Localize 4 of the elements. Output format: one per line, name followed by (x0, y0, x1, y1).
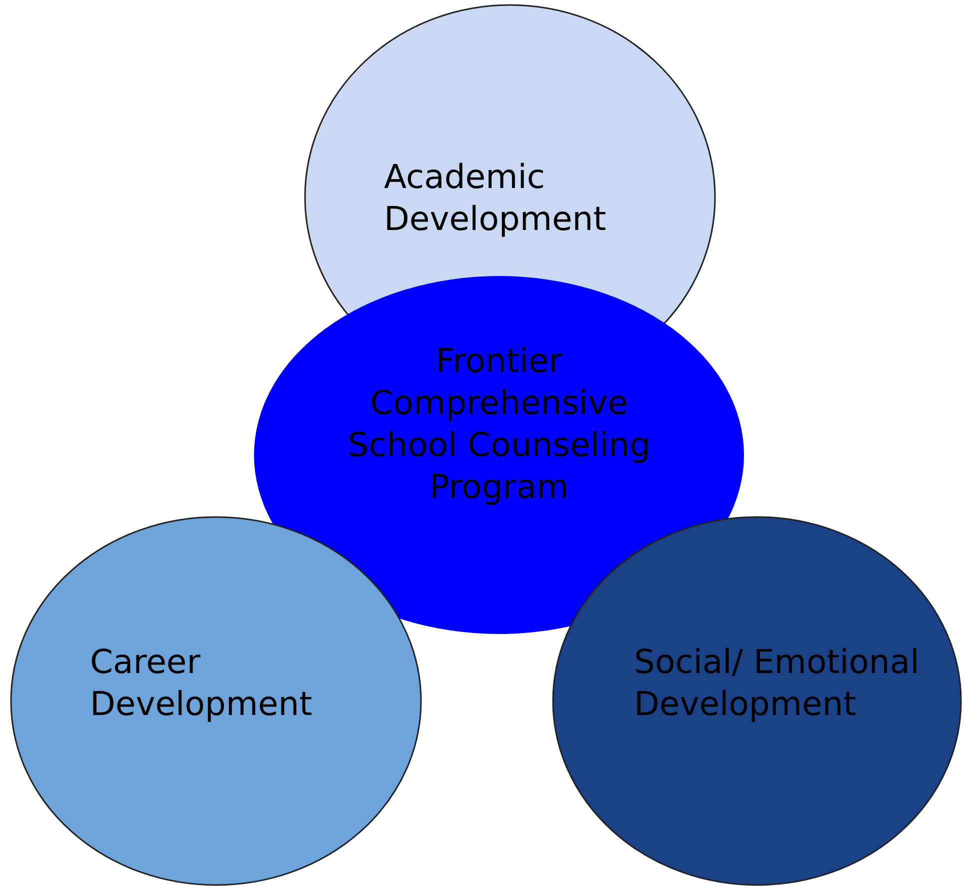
topic-label: Social/ Emotional Development (634, 641, 920, 725)
topic-label: Frontier Comprehensive School Counseling Program (346, 340, 652, 508)
topic-label: Academic Development (384, 156, 608, 240)
topic-label: Career Development (90, 641, 314, 725)
